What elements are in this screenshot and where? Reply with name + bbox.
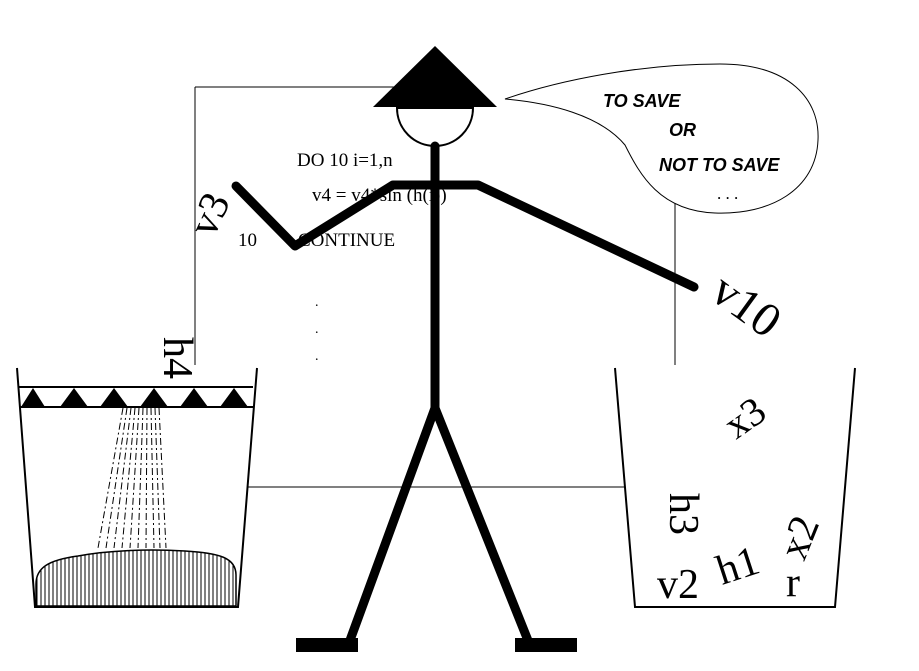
- legs: [344, 403, 534, 648]
- label-r: r: [786, 560, 800, 606]
- label-v2: v2: [657, 562, 699, 608]
- code-dot: .: [315, 349, 319, 364]
- code-block: DO 10 i=1,n v4 = v4*sin (h(i)) 10 CONTIN…: [238, 150, 447, 364]
- speech-text: TO SAVE OR NOT TO SAVE: [603, 91, 780, 175]
- left-foot: [296, 638, 358, 652]
- code-dot: .: [315, 322, 319, 337]
- label-h3: h3: [660, 493, 706, 535]
- label-h1: h1: [711, 538, 765, 595]
- speech-line-not-to-save: NOT TO SAVE: [659, 155, 780, 175]
- code-line-do: DO 10 i=1,n: [297, 150, 393, 171]
- left-arm: [231, 180, 440, 251]
- speech-line-to-save: TO SAVE: [603, 91, 681, 111]
- label-v3: v3: [180, 186, 239, 244]
- strainer-teeth: [21, 388, 248, 407]
- code-label-10: 10: [238, 230, 257, 251]
- speech-line-or: OR: [669, 120, 696, 140]
- left-bucket: [16, 367, 258, 608]
- hat-icon: [373, 46, 497, 107]
- right-foot: [515, 638, 577, 652]
- collected-pile: [35, 549, 237, 607]
- stick-figure: [231, 46, 699, 652]
- label-v10: v10: [702, 263, 791, 348]
- falling-stream: [97, 407, 167, 549]
- right-arm: [430, 180, 699, 292]
- code-dot: .: [315, 295, 319, 310]
- label-h4: h4: [154, 337, 200, 379]
- speech-bubble: [504, 63, 819, 214]
- right-bucket: x3 h3 v2 h1 x2 r: [614, 367, 856, 608]
- speech-ellipsis: . . .: [717, 184, 738, 203]
- head: [395, 107, 475, 147]
- label-x2: x2: [771, 510, 829, 566]
- label-x3: x3: [715, 388, 774, 448]
- code-line-continue: CONTINUE: [298, 230, 395, 251]
